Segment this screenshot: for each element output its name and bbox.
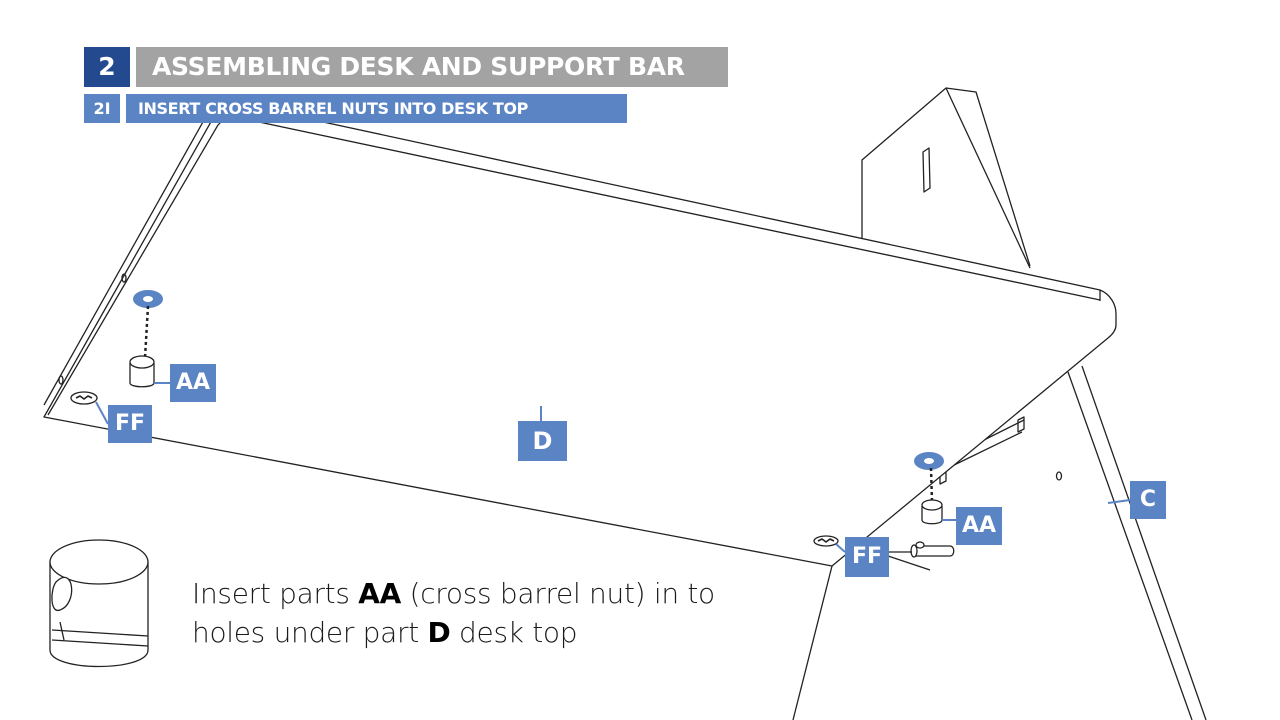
left-nut-assembly (70, 290, 170, 425)
step-number-badge: 2 (84, 47, 130, 87)
instruction-bold-d: D (427, 616, 451, 649)
instruction-bold-aa: AA (358, 577, 401, 610)
label-aa-left: AA (170, 364, 216, 402)
step-title: ASSEMBLING DESK AND SUPPORT BAR (136, 47, 728, 87)
label-desk-top: D (518, 421, 567, 461)
cross-barrel-nut-icon (49, 539, 149, 668)
desk-top-drawing (43, 103, 1117, 567)
right-nut-assembly (813, 452, 1131, 571)
instruction-part3: holes under part (192, 616, 428, 649)
label-side-panel: C (1130, 481, 1166, 519)
substep-number-badge: 2I (84, 94, 120, 123)
instruction-part2: (cross barrel nut) in to (400, 577, 716, 610)
label-ff-left: FF (108, 405, 152, 443)
instruction-part1: Insert parts (192, 577, 359, 610)
label-aa-right: AA (956, 507, 1002, 545)
substep-title: INSERT CROSS BARREL NUTS INTO DESK TOP (126, 94, 627, 123)
label-ff-right: FF (845, 537, 889, 577)
instruction-text: Insert parts AA (cross barrel nut) in to… (192, 574, 832, 652)
instruction-part4: desk top (450, 616, 578, 649)
